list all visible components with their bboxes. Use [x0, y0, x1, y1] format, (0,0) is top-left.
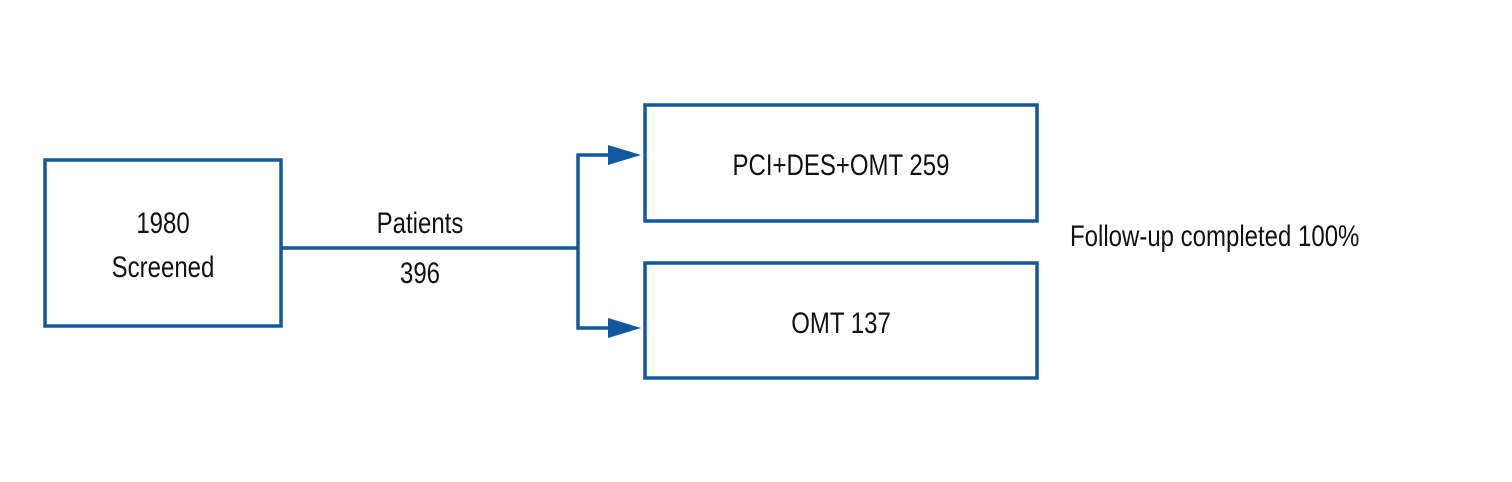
pci-arm-label: PCI+DES+OMT 259: [733, 147, 950, 181]
patients-count: 396: [400, 255, 440, 289]
branch-line-bottom: [576, 248, 608, 330]
screened-box: [43, 158, 283, 328]
omt-arm-label: OMT 137: [791, 305, 891, 339]
arrow-head-bottom: [608, 318, 641, 338]
arrow-head-top: [608, 145, 641, 165]
patients-label: Patients: [377, 205, 464, 239]
branch-line-top: [576, 153, 608, 248]
screened-count: 1980: [136, 205, 189, 239]
screened-label: Screened: [112, 249, 215, 283]
omt-arm-box: [643, 261, 1039, 380]
followup-label: Follow-up completed 100%: [1070, 218, 1359, 252]
pci-arm-box: [643, 103, 1039, 223]
